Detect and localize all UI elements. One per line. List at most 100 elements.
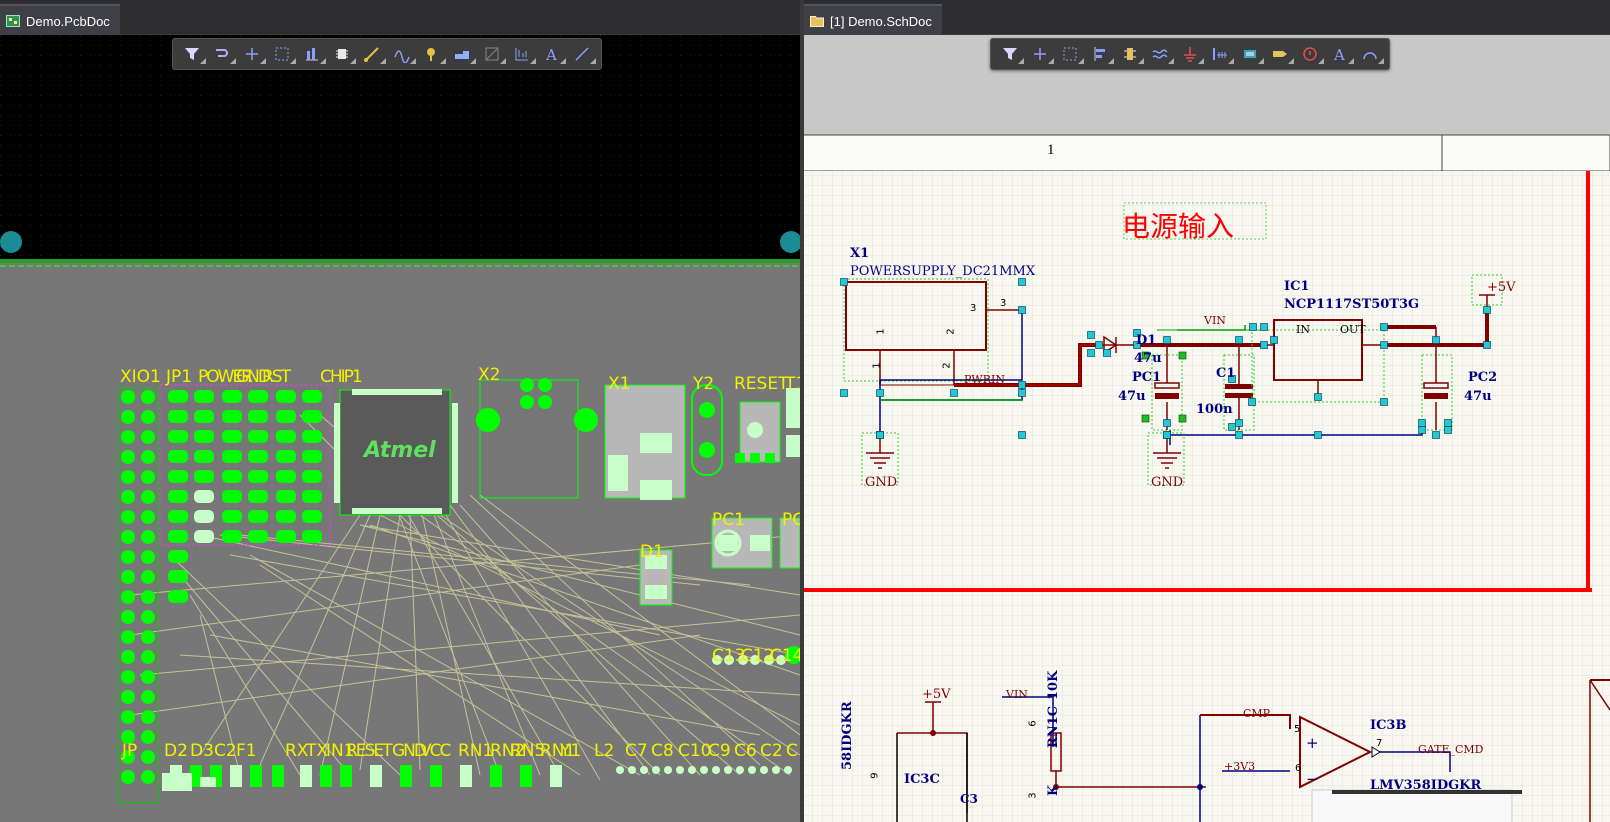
sheet-zone-label: 1 bbox=[1047, 142, 1055, 158]
xio1-pads bbox=[121, 390, 155, 784]
bottom-5v-label: +5V bbox=[922, 687, 951, 702]
tab-label: [1] Demo.SchDoc bbox=[830, 13, 932, 29]
ic3c-designator: IC3C bbox=[904, 772, 940, 787]
ic3b-part: LMV358IDGKR bbox=[1370, 778, 1482, 793]
footprint-reset[interactable] bbox=[735, 388, 800, 463]
silk-f1: F1 bbox=[236, 741, 257, 761]
svg-text:A: A bbox=[1333, 46, 1345, 63]
footprint-jp1-block[interactable] bbox=[159, 384, 331, 546]
component-pc1[interactable] bbox=[1151, 345, 1183, 431]
region-icon[interactable] bbox=[481, 43, 506, 65]
select-rect-icon[interactable] bbox=[271, 43, 296, 65]
silk-xio1: XIO1 bbox=[120, 367, 161, 387]
silk-d2: D2 bbox=[164, 741, 188, 761]
filter-icon[interactable] bbox=[181, 43, 206, 65]
port-icon[interactable] bbox=[1269, 43, 1294, 65]
via-icon[interactable] bbox=[421, 43, 446, 65]
silk-l2: L2 bbox=[594, 741, 615, 761]
ic3b-pin7: 7 bbox=[1376, 738, 1383, 749]
silk-d3: D3 bbox=[190, 741, 214, 761]
route-icon[interactable] bbox=[211, 43, 236, 65]
silk-rn1-b: RN1 bbox=[540, 741, 576, 761]
footprint-chip1[interactable]: Atmel bbox=[334, 389, 458, 516]
line-icon[interactable] bbox=[571, 43, 596, 65]
silk-gnd-b: GND bbox=[392, 741, 427, 761]
interactive-route-icon[interactable] bbox=[361, 43, 386, 65]
dimension-icon[interactable] bbox=[511, 43, 536, 65]
silk-c12: C12 bbox=[741, 646, 775, 666]
bottom-row-pads bbox=[162, 765, 792, 791]
ic1-comment: NCP1117ST50T3G bbox=[1284, 297, 1420, 312]
cross-icon[interactable] bbox=[1029, 43, 1054, 65]
silk-reset: RESET bbox=[734, 374, 789, 394]
footprint-y2[interactable] bbox=[691, 384, 723, 476]
footprint-x1[interactable] bbox=[604, 384, 686, 500]
pc1-value: 47u bbox=[1118, 389, 1146, 404]
schematic-canvas[interactable] bbox=[802, 35, 1610, 822]
footprint-c13-c12-c14[interactable] bbox=[712, 646, 800, 665]
x1-comment: POWERSUPPLY_DC21MMX bbox=[850, 264, 1036, 279]
silk-c13: C13 bbox=[712, 646, 746, 666]
sch-active-bar: A bbox=[990, 38, 1390, 70]
tab-label: Demo.PcbDoc bbox=[26, 13, 110, 29]
tab-demo-schdoc[interactable]: [1] Demo.SchDoc bbox=[804, 4, 942, 36]
atmel-logo: Atmel bbox=[362, 438, 436, 463]
harness-icon[interactable] bbox=[1239, 43, 1264, 65]
bus-icon[interactable] bbox=[1209, 43, 1234, 65]
cross-icon[interactable] bbox=[241, 43, 266, 65]
text-icon[interactable]: A bbox=[1329, 43, 1354, 65]
align-icon[interactable] bbox=[1089, 43, 1114, 65]
selection-handles bbox=[840, 278, 1491, 439]
silk-pc: PC bbox=[782, 510, 802, 530]
silk-d1: D1 bbox=[640, 542, 664, 562]
pcb-canvas[interactable]: Atmel bbox=[0, 35, 800, 822]
rn1c-pin3: 3 bbox=[1027, 792, 1039, 799]
footprint-d1[interactable] bbox=[639, 549, 673, 606]
component-icon[interactable] bbox=[1119, 43, 1144, 65]
rn1c-designator: RN1C bbox=[1046, 705, 1061, 748]
silk-rn1: RN1 bbox=[458, 741, 494, 761]
board-corner-marker bbox=[0, 231, 22, 253]
silk-rn5: RN5 bbox=[510, 741, 546, 761]
svg-text:A: A bbox=[545, 46, 557, 63]
d1-designator: D1 bbox=[1136, 333, 1157, 348]
parameter-icon[interactable] bbox=[1299, 43, 1324, 65]
ic3c-part: 58IDGKR bbox=[840, 701, 855, 770]
silk-c6: C6 bbox=[734, 741, 757, 761]
footprint-pc1[interactable] bbox=[711, 517, 800, 569]
footprint-x2[interactable] bbox=[476, 378, 598, 499]
c3-designator: C3 bbox=[960, 792, 978, 806]
component-icon[interactable] bbox=[331, 43, 356, 65]
silk-c9: C9 bbox=[708, 741, 731, 761]
gnd-label-2: GND bbox=[1151, 475, 1184, 490]
ic1-pin-in: IN bbox=[1296, 323, 1310, 336]
silk-y1: Y1 bbox=[560, 741, 582, 761]
wire-icon[interactable] bbox=[1149, 43, 1174, 65]
net-label-vin: VIN bbox=[1204, 314, 1226, 327]
arc-icon[interactable] bbox=[1359, 43, 1384, 65]
silk-rx: RX bbox=[285, 741, 309, 761]
diff-pair-icon[interactable] bbox=[391, 43, 416, 65]
tab-demo-pcbdoc[interactable]: Demo.PcbDoc bbox=[0, 4, 120, 36]
section-title: 电源输入 bbox=[1122, 210, 1235, 243]
silk-c10: C10 bbox=[678, 741, 712, 761]
text-icon[interactable]: A bbox=[541, 43, 566, 65]
polygon-icon[interactable] bbox=[451, 43, 476, 65]
align-icon[interactable] bbox=[301, 43, 326, 65]
silk-vcc: VCC bbox=[420, 741, 451, 761]
select-rect-icon[interactable] bbox=[1059, 43, 1084, 65]
gnd-icon[interactable] bbox=[1179, 43, 1204, 65]
component-x1[interactable] bbox=[843, 278, 1022, 386]
net-label-pwrin: PWRIN bbox=[964, 373, 1005, 386]
pc2-designator: PC2 bbox=[1468, 370, 1498, 385]
pcb-document-icon bbox=[6, 15, 20, 27]
component-d1[interactable] bbox=[1099, 335, 1137, 355]
board-outline bbox=[0, 260, 800, 822]
pcb-editor-pane[interactable]: Demo.PcbDoc A bbox=[0, 0, 802, 822]
silk-c7: C7 bbox=[625, 741, 648, 761]
filter-icon[interactable] bbox=[999, 43, 1024, 65]
silk-t1: T1 bbox=[785, 374, 802, 394]
silk-reset-b: RESET bbox=[346, 741, 393, 761]
pane-splitter[interactable] bbox=[800, 0, 804, 822]
schematic-editor-pane[interactable]: [1] Demo.SchDoc A bbox=[802, 0, 1610, 822]
